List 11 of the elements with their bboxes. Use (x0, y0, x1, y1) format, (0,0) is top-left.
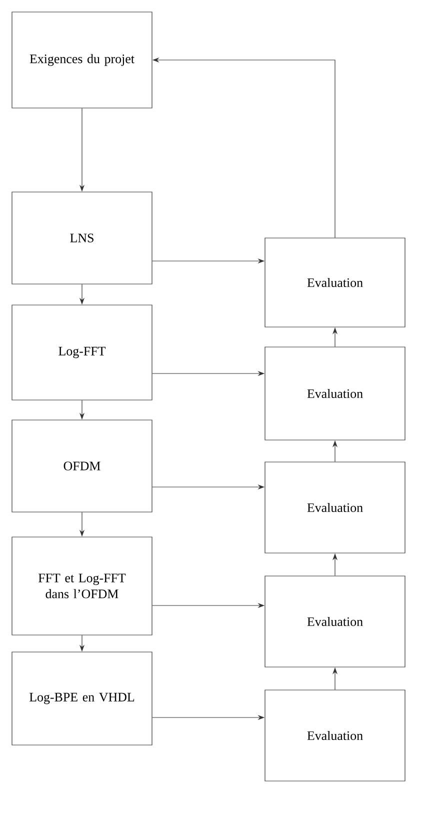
process-box: Evaluation (264, 346, 406, 440)
process-box: LNS (12, 192, 152, 284)
process-box: Log-BPE en VHDL (12, 652, 152, 746)
process-box: OFDM (12, 420, 152, 512)
process-box: Evaluation (264, 238, 406, 328)
process-box: Evaluation (264, 690, 406, 782)
process-box: Evaluation (264, 462, 406, 554)
process-box: Evaluation (264, 576, 406, 668)
process-box: Exigences du projet (12, 12, 152, 108)
process-box: Log-FFT (12, 304, 152, 400)
process-box: FFT et Log-FFT dans l’OFDM (12, 536, 152, 636)
